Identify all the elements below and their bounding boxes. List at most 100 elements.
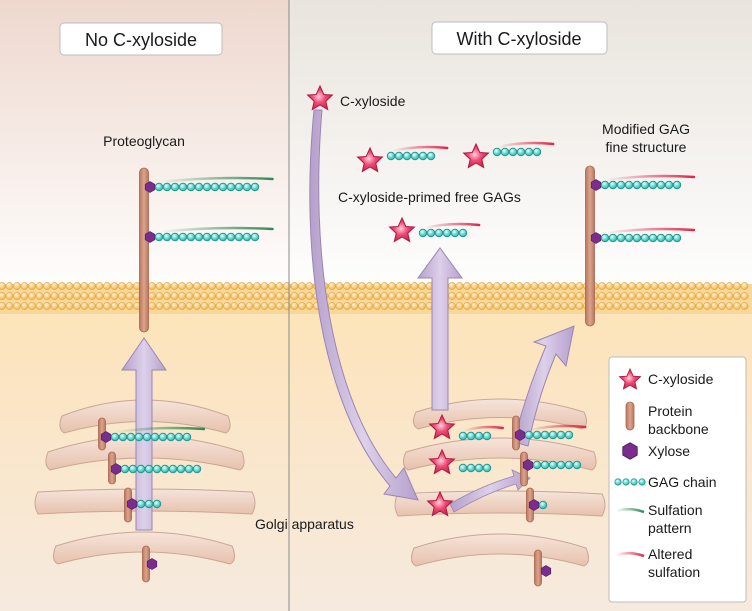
modified-pg-secretion-arrow [513,325,575,447]
gag-bead [614,478,622,486]
gag-bead [556,430,566,440]
lipid-head [710,302,719,310]
lipid-head [118,302,126,310]
xylose-icon [514,429,526,441]
lipid-head [103,292,111,300]
lipid-head [103,302,111,310]
lipid-head [148,292,156,300]
lipid-head [275,282,284,290]
gag-bead [242,232,252,242]
lipid-head [95,302,104,310]
lipid-head [523,302,531,310]
sulfation-tail [158,226,274,234]
gag-bead [466,463,476,473]
golgi-left-chain-1 [100,426,206,443]
lipid-head [80,282,89,290]
gag-bead [508,147,518,157]
primed-free-gags-label: C-xyloside-primed free GAGs [338,189,521,205]
lipid-head [680,282,689,290]
lipid-head [35,302,44,310]
sulfation-pattern-icon [615,507,645,514]
lipid-head [208,292,216,300]
gag-bead [166,432,176,442]
lipid-head [545,282,554,290]
gag-bead [632,233,642,243]
lipid-head [478,292,486,300]
legend-label: backbone [648,421,709,437]
lipid-head [373,292,381,300]
lipid-head [410,282,419,290]
lipid-head [328,282,336,290]
gag-bead [182,432,192,442]
lipid-head [635,282,644,290]
lipid-head [658,302,666,310]
gag-bead [152,464,162,474]
lipid-head [613,292,621,300]
golgi-backbone-right-4 [534,549,542,587]
lipid-head [170,302,179,310]
lipid-head [58,282,66,290]
gag-bead [450,228,460,238]
lipid-head [380,292,389,300]
lipid-head [50,292,59,300]
protein-backbone-icon [625,401,635,431]
lipid-head [395,282,404,290]
gag-bead [664,180,674,190]
lipid-head [710,282,719,290]
gag-bead [548,430,558,440]
lipid-head [575,302,584,310]
lipid-head [215,302,224,310]
lipid-head [13,302,21,310]
lipid-head [500,292,509,300]
gag-bead [194,232,204,242]
lipid-head [395,302,404,310]
lipid-head [50,282,59,290]
gag-bead [624,180,634,190]
lipid-head [373,302,381,310]
gag-bead [656,180,666,190]
lipid-head [628,302,636,310]
lipid-head [493,292,501,300]
gag-bead [202,182,212,192]
lipid-head [170,292,179,300]
lipid-head [163,292,171,300]
gag-bead [218,232,228,242]
lipid-head [178,302,186,310]
legend-label: Sulfation [648,502,702,518]
gag-bead [192,464,202,474]
lipid-head [560,292,569,300]
modified-pg-chain-2 [590,227,696,244]
lipid-head [515,282,524,290]
lipid-head [598,282,606,290]
lipid-head [455,292,464,300]
gag-bead [134,432,144,442]
gag-bead [202,232,212,242]
gag-bead [162,182,172,192]
gag-bead [418,228,428,238]
gag-bead [126,432,136,442]
lipid-head [568,302,576,310]
gag-bead [218,182,228,192]
lipid-head [0,282,6,290]
lipid-head [508,302,516,310]
lipid-head [455,282,464,290]
lipid-head [605,302,614,310]
lipid-head [283,302,291,310]
lipid-head [613,302,621,310]
altered-sulfation-tail [422,222,481,230]
lipid-head [560,282,569,290]
lipid-head [73,282,81,290]
lipid-head [568,292,576,300]
modified-pg-chain-1 [590,174,696,191]
gag-bead [442,228,452,238]
lipid-head [343,292,351,300]
gag-bead [638,478,646,486]
lipid-head [695,292,704,300]
lipid-head [388,292,396,300]
lipid-head [658,292,666,300]
lipid-head [253,302,261,310]
lipid-head [455,302,464,310]
gag-bead [466,431,476,441]
gag-bead [624,233,634,243]
